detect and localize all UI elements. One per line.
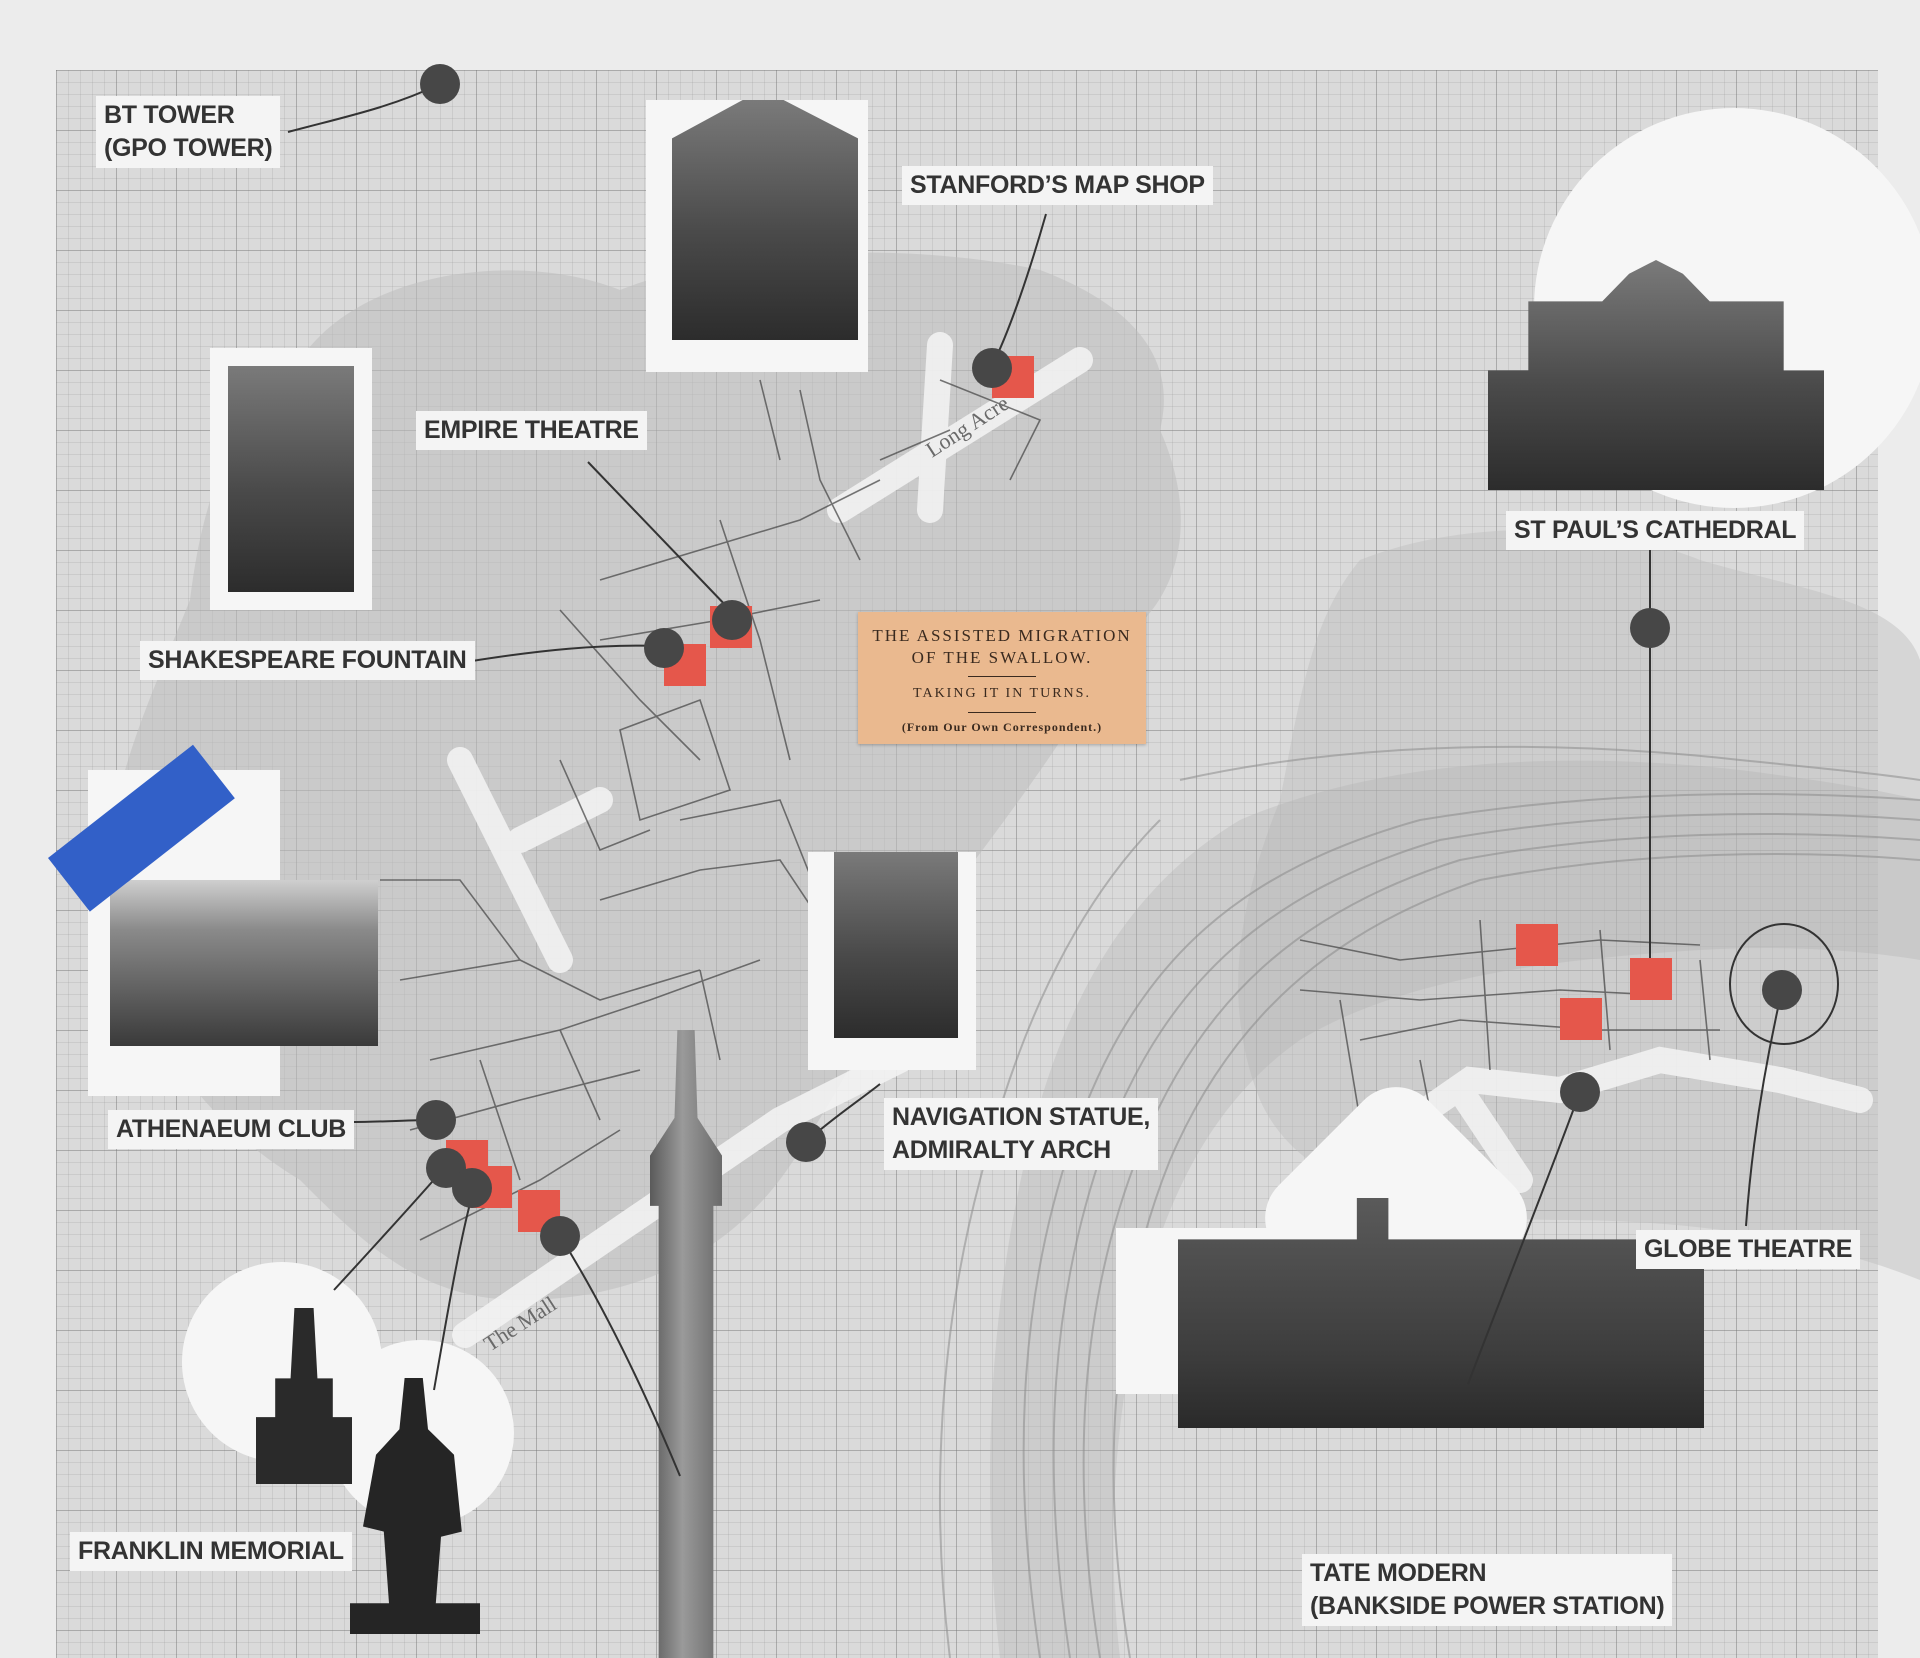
long-acre-road <box>827 347 1093 523</box>
athenaeum-club-photo <box>110 880 378 1046</box>
location-pin-icon-tate-modern[interactable] <box>1560 1072 1600 1112</box>
location-markers <box>416 64 1802 1256</box>
location-pin-icon-shakespeare-fountain[interactable] <box>644 628 684 668</box>
leader-franklin-2 <box>433 1195 473 1391</box>
label-globe-theatre: GLOBE THEATRE <box>1636 1230 1861 1269</box>
leader-franklin-1 <box>333 1165 447 1291</box>
label-empire-theatre: EMPIRE THEATRE <box>416 411 647 450</box>
label-athenaeum-club: ATHENAEUM CLUB <box>108 1110 355 1149</box>
explorer-statue-photo <box>350 1378 480 1634</box>
leader-bt-tower <box>287 83 441 133</box>
location-pin-icon-bt-tower[interactable] <box>420 64 460 104</box>
st-pauls-cathedral-photo <box>1488 260 1824 490</box>
location-pin-icon-globe-theatre[interactable] <box>1762 970 1802 1010</box>
shakespeare-fountain-photo <box>210 348 372 610</box>
clipping-headline-2: OF THE SWALLOW. <box>911 648 1093 667</box>
label-navigation-statue: NAVIGATION STATUE,ADMIRALTY ARCH <box>884 1098 1159 1170</box>
location-pin-icon-stanfords[interactable] <box>972 348 1012 388</box>
location-pin-icon-navigation[interactable] <box>786 1122 826 1162</box>
site-square-icon <box>1516 924 1558 966</box>
location-pin-icon-empire-theatre[interactable] <box>712 600 752 640</box>
clipping-rule-2 <box>968 712 1036 713</box>
clipping-subheading: TAKING IT IN TURNS. <box>913 686 1091 701</box>
leader-globe <box>1745 989 1783 1227</box>
the-mall-road <box>452 1047 913 1348</box>
navigation-statue-photo <box>808 852 976 1070</box>
leader-tate <box>1467 1091 1581 1385</box>
leader-column <box>559 1235 681 1477</box>
label-st-pauls-cathedral: ST PAUL’S CATHEDRAL <box>1506 511 1805 550</box>
clipping-rule-1 <box>968 676 1036 677</box>
leader-empire-theatre <box>587 461 731 611</box>
leader-shakespeare <box>465 644 665 663</box>
label-shakespeare-fountain: SHAKESPEARE FOUNTAIN <box>140 641 475 680</box>
label-stanfords-map-shop: STANFORD’S MAP SHOP <box>902 166 1213 205</box>
label-bt-tower: BT TOWER(GPO TOWER) <box>96 96 281 168</box>
leader-lines <box>287 83 1839 1477</box>
leader-stanfords <box>991 213 1047 367</box>
newspaper-clipping: THE ASSISTED MIGRATION OF THE SWALLOW. T… <box>858 612 1146 744</box>
location-pin-icon-athenaeum[interactable] <box>416 1100 456 1140</box>
franklin-memorial-statue-photo <box>256 1308 352 1484</box>
label-tate-modern: TATE MODERN(BANKSIDE POWER STATION) <box>1302 1554 1673 1626</box>
clipping-headline-1: THE ASSISTED MIGRATION <box>872 626 1132 645</box>
tate-modern-photo <box>1178 1198 1704 1428</box>
site-square-icon <box>1560 998 1602 1040</box>
label-franklin-memorial: FRANKLIN MEMORIAL <box>70 1532 352 1571</box>
nelsons-column-photo <box>650 1030 722 1658</box>
location-pin-icon-franklin-2[interactable] <box>452 1168 492 1208</box>
site-square-icon <box>1630 958 1672 1000</box>
stanfords-map-shop-photo <box>646 100 868 372</box>
globe-theatre-circle <box>1729 923 1839 1045</box>
clipping-byline: (From Our Own Correspondent.) <box>901 720 1103 734</box>
location-pin-icon-st-pauls[interactable] <box>1630 608 1670 648</box>
location-pin-icon-column[interactable] <box>540 1216 580 1256</box>
